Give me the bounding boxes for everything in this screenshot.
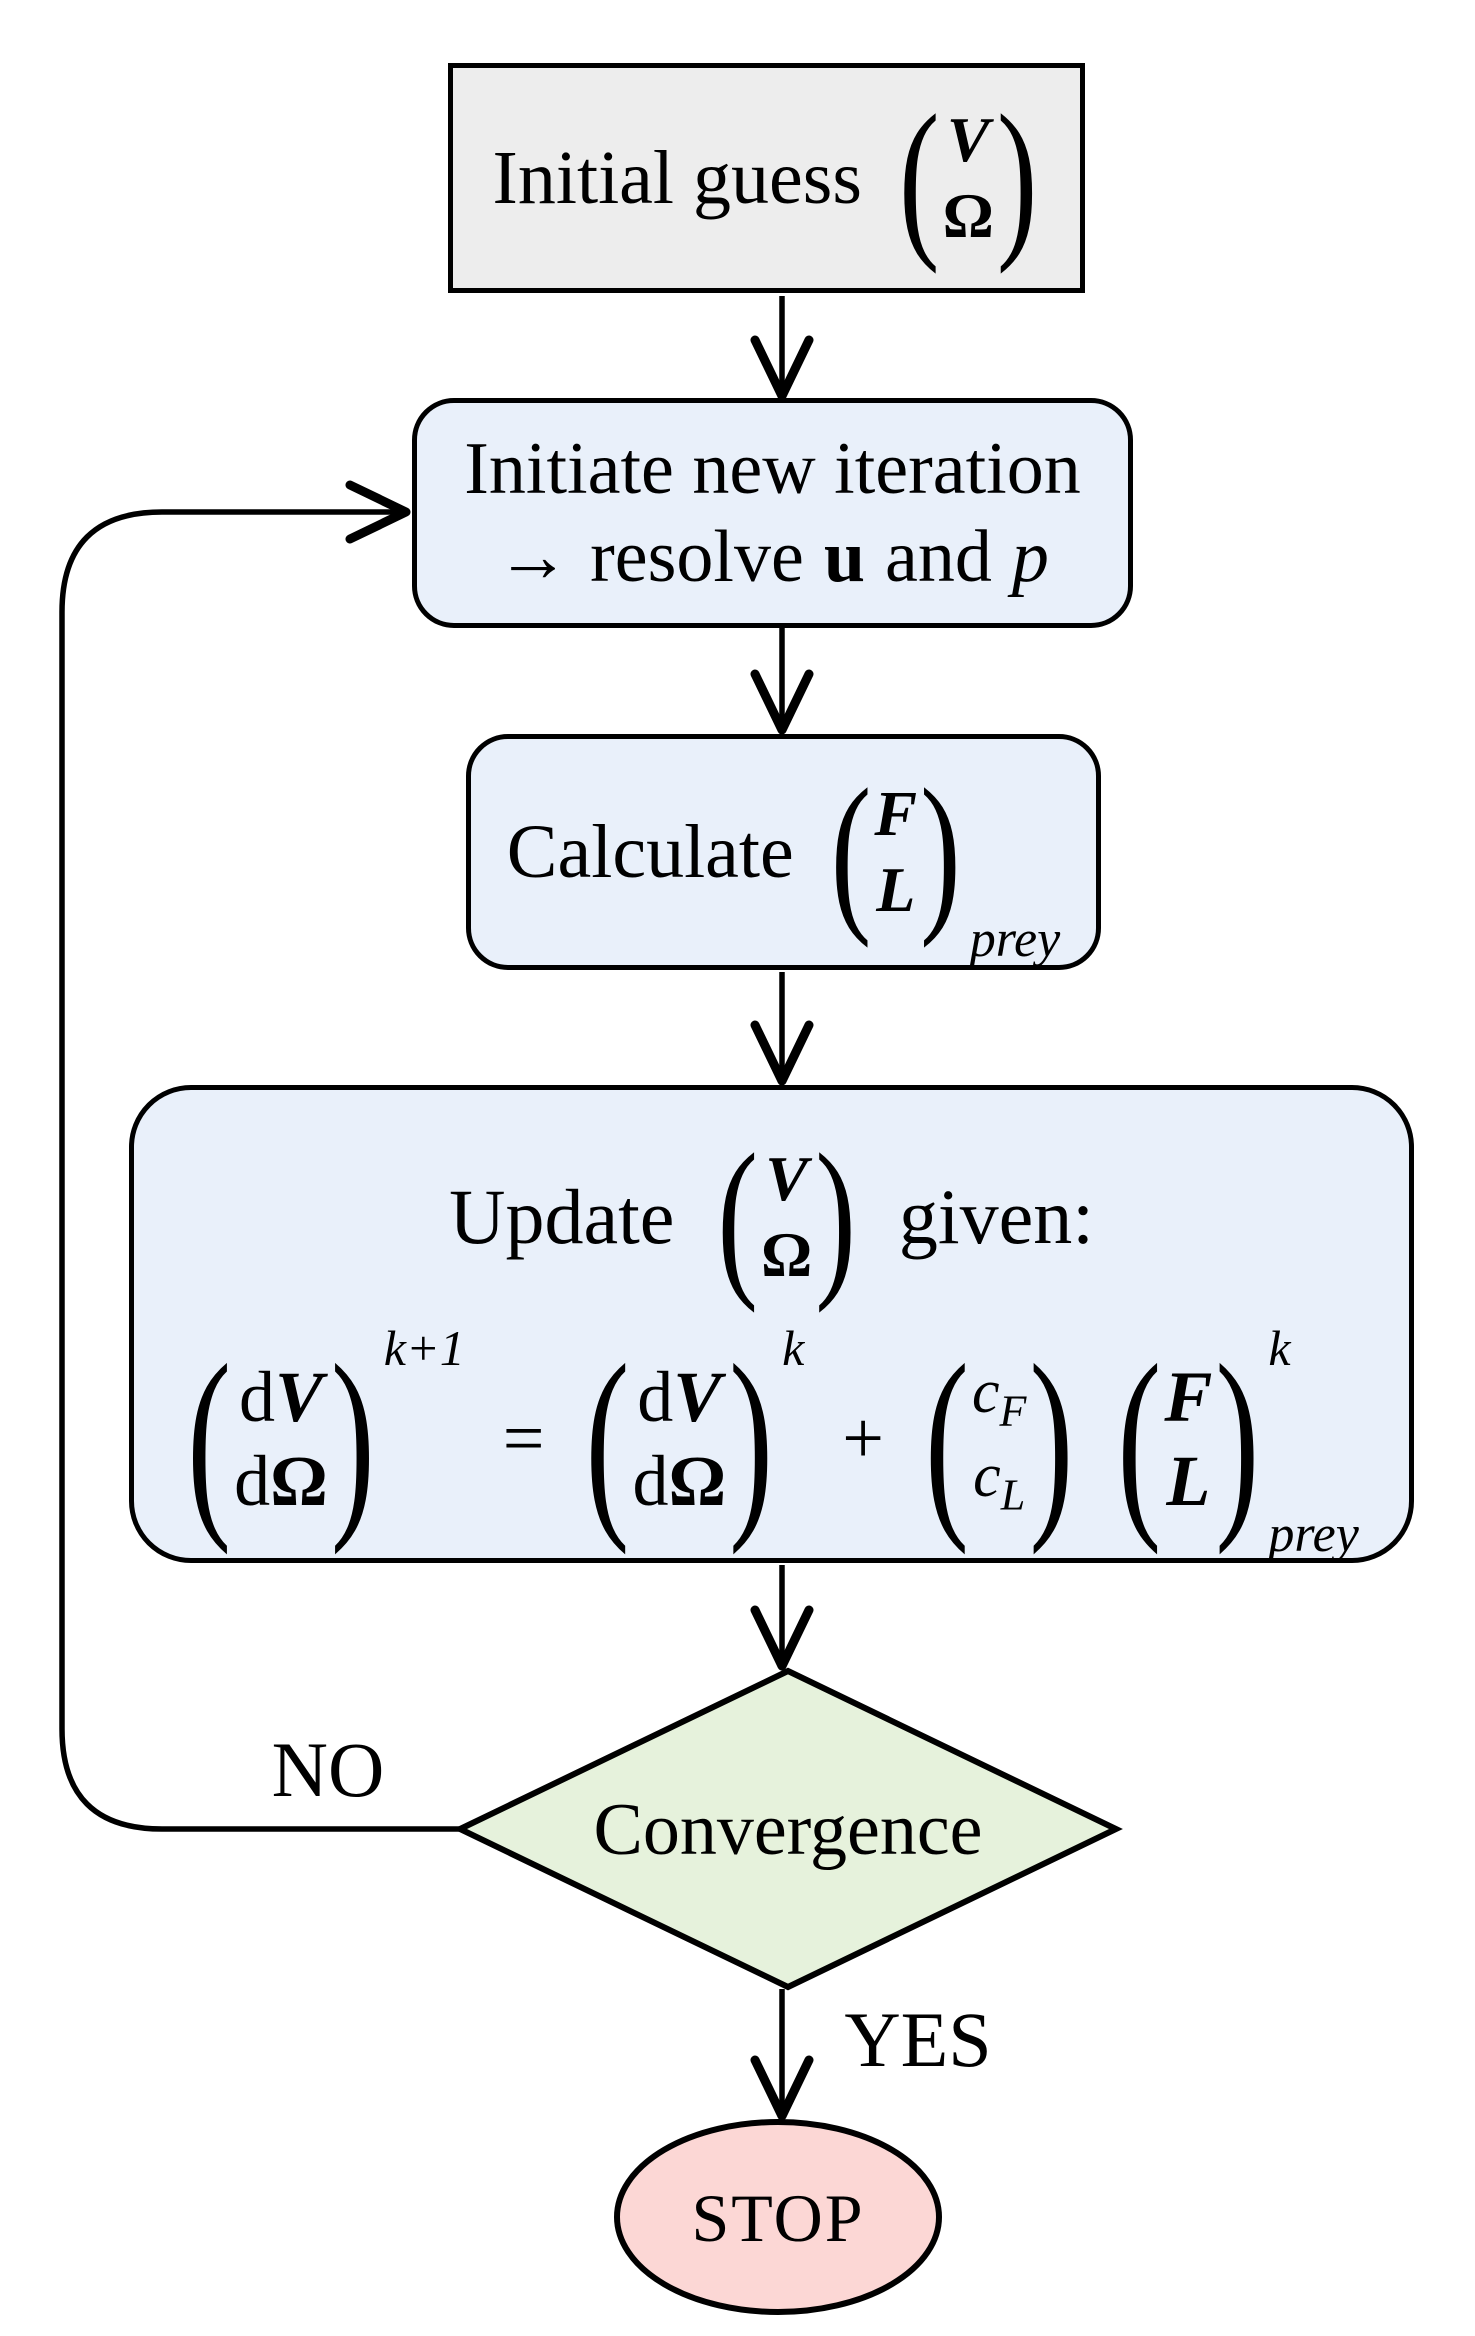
p-symbol: p — [1011, 516, 1049, 598]
c-symbol: c — [973, 1442, 1001, 1510]
L-subscript: L — [1000, 1470, 1026, 1520]
equals-sign: = — [502, 1397, 545, 1480]
F-subscript: F — [999, 1386, 1027, 1435]
exponent: k+1 — [383, 1320, 465, 1376]
convergence-label: Convergence — [593, 1789, 983, 1871]
prey-subscript: prey — [1268, 1506, 1359, 1563]
arrowhead-down-icon — [750, 669, 814, 735]
arrowhead-down-icon — [750, 1020, 814, 1086]
update-title-row: Update ( V Ω ) given: — [134, 1104, 1409, 1330]
iterate-line1: Initiate new iteration — [464, 428, 1081, 510]
yes-edge-label: YES — [844, 1996, 992, 2083]
vector-top: V — [765, 1143, 808, 1214]
matrix-coefficients: ( cF cL ) — [925, 1320, 1074, 1556]
vector-bottom: L — [876, 854, 916, 925]
process-node-update: Update ( V Ω ) given: ( dV dΩ ) — [129, 1085, 1414, 1563]
arrowhead-down-icon — [750, 335, 814, 401]
V-symbol: V — [673, 1357, 722, 1437]
iterate-line2: → resolve u and p — [496, 520, 1049, 594]
no-loop-connector — [59, 509, 460, 1832]
vector-top: V — [946, 104, 990, 175]
initial-guess-label: Initial guess — [492, 136, 862, 220]
omega-symbol: Ω — [270, 1441, 328, 1521]
convergence-diamond-shape — [453, 1667, 1123, 1991]
given-word: given: — [898, 1173, 1094, 1260]
arrowhead-down-icon — [750, 2055, 814, 2121]
vector-bottom: Ω — [942, 180, 994, 251]
d-symbol: d — [637, 1357, 674, 1437]
stop-ellipse-shape — [614, 2119, 942, 2315]
stop-label: STOP — [691, 2180, 865, 2256]
vector-bottom: Ω — [761, 1219, 813, 1290]
prey-subscript: prey — [969, 911, 1061, 968]
plus-sign: + — [842, 1397, 884, 1480]
u-symbol: u — [823, 516, 865, 598]
omega-symbol: Ω — [668, 1441, 727, 1521]
process-node-calculate: Calculate ( F L ) . prey — [466, 734, 1101, 970]
arrowhead-down-icon — [750, 1605, 814, 1671]
force-vector: ( F L ) . prey — [830, 753, 1061, 968]
matrix-dv-kplus1: ( dV dΩ ) k+1 . — [187, 1320, 465, 1556]
d-symbol: d — [632, 1441, 669, 1521]
state-vector: ( V Ω ) — [898, 79, 1038, 276]
update-formula-row: ( dV dΩ ) k+1 . = ( dV dΩ ) — [134, 1320, 1409, 1563]
calculate-label: Calculate — [506, 810, 794, 894]
exponent: k — [1268, 1320, 1291, 1376]
matrix-dv-k: ( dV dΩ ) k . — [585, 1320, 805, 1556]
matrix-force-prey: ( F L ) k prey — [1117, 1320, 1359, 1563]
no-edge-label: NO — [271, 1726, 385, 1813]
start-node-initial-guess: Initial guess ( V Ω ) — [448, 63, 1085, 293]
c-symbol: c — [971, 1357, 1000, 1426]
arrowhead-right-icon — [345, 480, 411, 544]
and-word: and — [885, 516, 992, 598]
d-symbol: d — [238, 1357, 275, 1437]
V-symbol: V — [274, 1357, 324, 1437]
state-vector: ( V Ω ) — [717, 1118, 856, 1315]
update-word: Update — [449, 1173, 675, 1260]
process-node-initiate-iteration: Initiate new iteration → resolve u and p — [412, 398, 1133, 628]
resolve-word: resolve — [590, 516, 804, 598]
right-arrow-glyph: → — [496, 516, 571, 598]
L-symbol: L — [1166, 1441, 1211, 1521]
exponent: k — [782, 1320, 805, 1376]
F-symbol: F — [1164, 1357, 1213, 1437]
vector-top: F — [874, 778, 918, 849]
d-symbol: d — [234, 1441, 271, 1521]
